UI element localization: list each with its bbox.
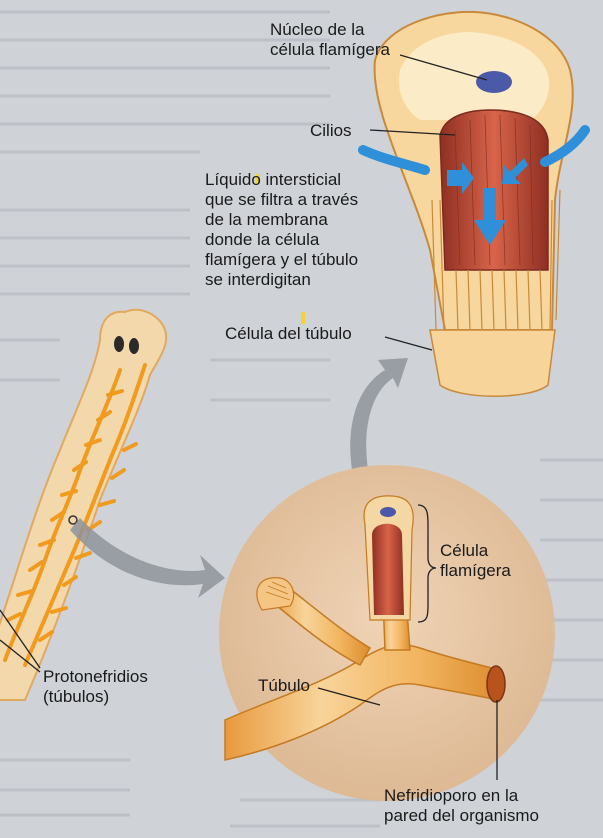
highlight-mark <box>256 174 260 184</box>
tubule-cell-label: Célula del túbulo <box>225 324 352 343</box>
nucleus-label: Núcleo de la célula flamígera <box>270 20 391 59</box>
highlight-mark <box>301 312 305 324</box>
magnified-circle <box>219 465 555 801</box>
enlarged-flame-cell <box>358 10 590 397</box>
protonephridia-label: Protonefridios (túbulos) <box>43 667 148 706</box>
zoom-arrow-worm <box>70 518 225 598</box>
protonephridia-leader-lines <box>0 609 41 673</box>
background-text-lines <box>0 10 603 828</box>
flatworm <box>0 308 168 701</box>
cilia-label: Cilios <box>310 121 352 140</box>
interstitial-fluid-label: Líquido intersticial que se filtra a tra… <box>205 170 359 289</box>
zoom-arrow-cell <box>350 358 408 470</box>
flame-cell-label: Célula flamígera <box>440 541 511 580</box>
tubule-label: Túbulo <box>258 676 310 695</box>
nephridiopore-label: Nefridioporo en la pared del organismo <box>384 786 539 825</box>
